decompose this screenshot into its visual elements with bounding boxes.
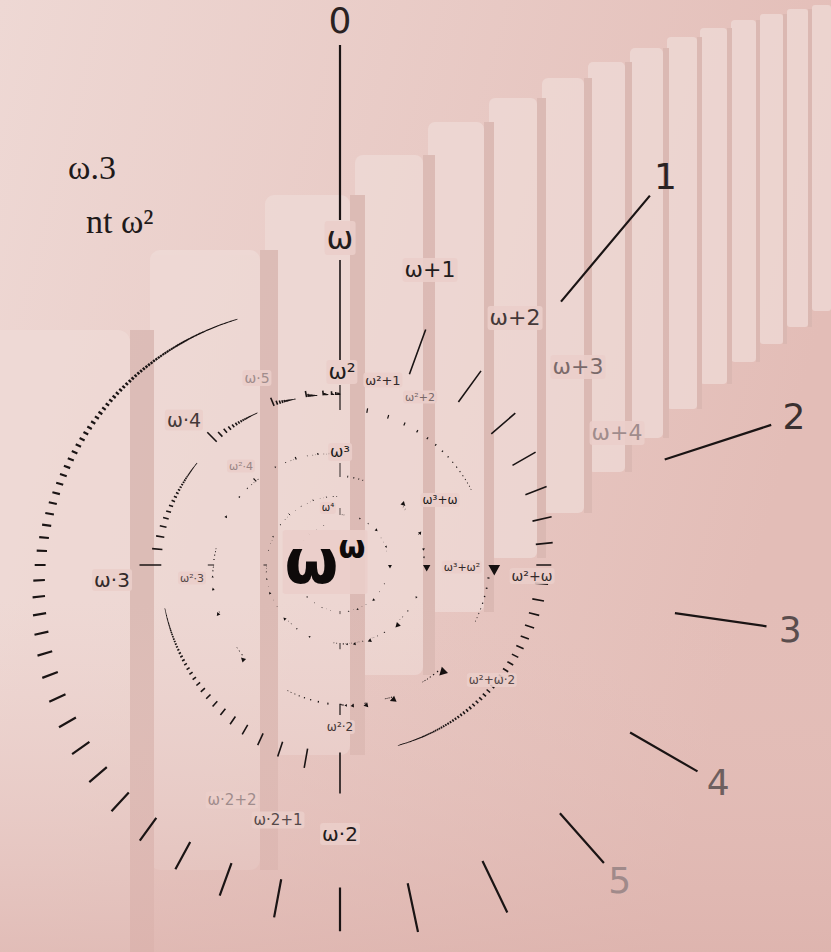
ordinal-label: ω²+1 — [363, 373, 402, 388]
domino-side — [584, 78, 592, 513]
spiral-arrowheads — [266, 498, 431, 646]
ordinal-label: ω — [325, 221, 356, 255]
natural-number-label: 2 — [783, 399, 806, 435]
domino — [630, 48, 663, 438]
ordinal-label: ω²·2 — [325, 720, 355, 734]
ordinal-label: ω·2 — [320, 823, 360, 845]
ordinal-label: ω+2 — [488, 306, 543, 330]
ordinal-label: ω²+ω·2 — [467, 673, 517, 687]
domino — [355, 155, 423, 675]
spiral-ticks — [140, 260, 553, 794]
domino — [812, 5, 831, 311]
domino — [588, 62, 625, 472]
ordinal-label: ω+3 — [551, 355, 606, 379]
domino-side — [783, 14, 787, 344]
ordinal-label: ω+1 — [403, 258, 458, 282]
base-symbol: ω — [285, 525, 339, 598]
ordinal-label: ω³+ω² — [442, 561, 482, 574]
ordinal-label: ω·2+1 — [252, 812, 305, 829]
spiral-ticks — [208, 385, 490, 715]
ordinal-label: ω·3 — [92, 569, 132, 591]
cut-off-text: ω.3 — [68, 151, 116, 185]
domino-side — [697, 37, 702, 409]
dominoes — [0, 5, 831, 952]
domino — [542, 78, 584, 513]
ordinal-label: ω³+ω — [421, 493, 460, 507]
cut-off-text: nt ω² — [86, 205, 154, 239]
domino — [787, 9, 808, 327]
natural-number-label: 4 — [707, 765, 730, 801]
domino-side — [808, 9, 812, 327]
ordinal-label: ω²+ω — [510, 568, 555, 584]
natural-number-label: 1 — [654, 159, 677, 195]
domino-side — [663, 48, 669, 438]
ordinal-label: ω²·3 — [178, 572, 206, 585]
floor-shade — [0, 600, 831, 952]
domino-side — [727, 28, 732, 384]
natural-number-label: 0 — [329, 3, 352, 39]
ordinal-label: ω+4 — [590, 421, 645, 445]
natural-number-label: 5 — [608, 863, 631, 899]
domino — [700, 28, 727, 384]
domino-side — [423, 155, 435, 675]
domino-side — [484, 122, 494, 612]
limit-ordinal-label: ωω — [283, 530, 368, 594]
ordinal-label: ω²·4 — [227, 460, 255, 473]
natural-number-label: 3 — [779, 612, 802, 648]
ordinal-label: ω³ — [328, 443, 352, 461]
superscript-symbol: ω — [338, 529, 365, 565]
domino — [667, 37, 697, 409]
domino-side — [756, 20, 760, 362]
domino — [760, 14, 783, 344]
domino — [731, 20, 756, 362]
ordinal-label: ω² — [326, 360, 357, 384]
spiral-arrowheads — [212, 454, 501, 708]
domino-side — [625, 62, 632, 472]
ordinal-label: ω·5 — [242, 370, 271, 386]
ordinal-label: ω·4 — [165, 410, 203, 431]
ordinal-label: ω²+2 — [403, 391, 437, 404]
domino — [428, 122, 484, 612]
spiral-ticks — [33, 45, 772, 932]
ordinal-label: ω⁴ — [320, 502, 336, 514]
spiral-ticks — [264, 463, 420, 649]
ordinal-label: ω·2+2 — [206, 792, 259, 809]
